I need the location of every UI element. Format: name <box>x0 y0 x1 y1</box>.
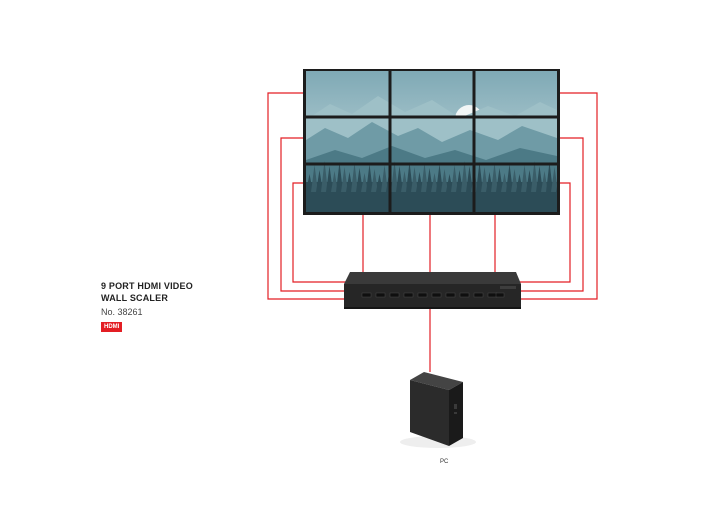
cable-left-mid <box>280 137 346 292</box>
cable-left-top <box>267 92 346 300</box>
tree <box>506 164 513 192</box>
tree <box>486 172 493 192</box>
cable-right-bottom <box>520 182 571 283</box>
cable-right-top <box>520 92 598 300</box>
tree <box>376 174 383 192</box>
tree <box>381 165 388 192</box>
tree <box>411 167 418 192</box>
tree <box>456 170 463 192</box>
tree <box>331 171 338 192</box>
hdmi-port <box>389 292 400 298</box>
tree <box>441 169 448 192</box>
product-title-line2: WALL SCALER <box>101 293 169 303</box>
tree <box>481 167 488 192</box>
tree <box>461 161 468 192</box>
tree <box>356 168 363 192</box>
tree <box>336 162 343 192</box>
tree <box>396 166 403 192</box>
cable-right-mid <box>520 137 584 292</box>
forest-trees <box>306 161 557 192</box>
tree <box>521 165 528 192</box>
output-ports <box>361 292 498 298</box>
cable-left-bottom <box>292 182 346 283</box>
tree <box>351 163 358 192</box>
tree <box>526 170 533 192</box>
tree <box>361 173 368 192</box>
tree <box>346 172 353 192</box>
tree <box>316 170 323 192</box>
tree <box>321 161 328 192</box>
tree <box>416 172 423 192</box>
tree <box>341 167 348 192</box>
tree <box>541 171 548 192</box>
hdmi-port <box>403 292 414 298</box>
tree <box>391 161 398 192</box>
tree <box>431 173 438 192</box>
tree <box>551 167 557 192</box>
tree <box>421 163 428 192</box>
tree <box>366 164 373 192</box>
tree <box>496 168 503 192</box>
tree <box>451 165 458 192</box>
hdmi-port <box>417 292 428 298</box>
video-wall-scaler <box>344 272 521 309</box>
tree <box>311 165 318 192</box>
product-title: 9 PORT HDMI VIDEO WALL SCALER <box>101 280 193 304</box>
hdmi-badge: HDMI <box>101 322 123 332</box>
tree <box>476 162 483 192</box>
tree <box>491 163 498 192</box>
hdmi-port <box>431 292 442 298</box>
hdmi-port <box>487 292 498 298</box>
tree <box>511 169 518 192</box>
tree <box>371 169 378 192</box>
tree <box>401 171 408 192</box>
product-number: No. 38261 <box>101 307 143 317</box>
tree <box>426 168 433 192</box>
hdmi-port <box>473 292 484 298</box>
video-wall <box>303 69 560 215</box>
input-port <box>495 292 505 298</box>
tree <box>326 166 333 192</box>
hdmi-port <box>375 292 386 298</box>
tree <box>556 186 557 192</box>
hdmi-port <box>361 292 372 298</box>
hdmi-cables <box>267 92 598 372</box>
tree <box>436 164 443 192</box>
hdmi-port <box>445 292 456 298</box>
tree <box>546 162 553 192</box>
pc-tower-icon <box>400 372 476 448</box>
tree <box>306 174 313 192</box>
pc-label: PC <box>440 459 449 465</box>
product-title-line1: 9 PORT HDMI VIDEO <box>101 281 193 291</box>
tree <box>516 174 523 192</box>
tree <box>536 166 543 192</box>
tree <box>501 173 508 192</box>
tree <box>531 161 538 192</box>
tree <box>406 162 413 192</box>
hdmi-port <box>459 292 470 298</box>
tree <box>446 174 453 192</box>
tree <box>466 166 473 192</box>
